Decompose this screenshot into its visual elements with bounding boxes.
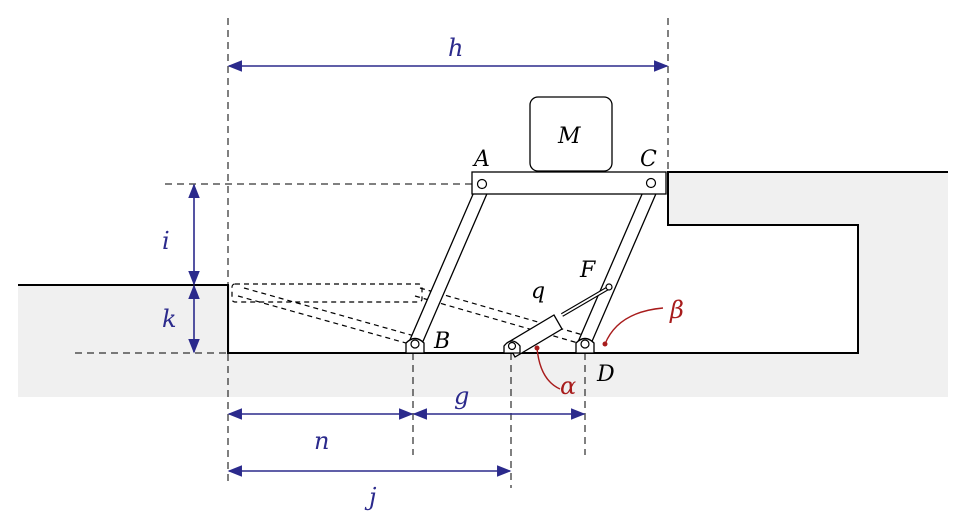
dimension-h-label: h <box>448 34 463 62</box>
point-label-D: D <box>596 362 615 387</box>
dimension-i-label: i <box>162 227 170 255</box>
ground-left-block <box>18 285 230 397</box>
pivot-C <box>645 177 657 189</box>
pivot-D <box>575 337 595 354</box>
ground-right-block <box>668 172 948 397</box>
point-label-F: F <box>579 258 596 283</box>
ground-floor <box>228 353 948 397</box>
pivot-B <box>405 337 425 354</box>
dimension-h: h <box>227 34 669 72</box>
link-AB <box>408 184 490 347</box>
dimension-g-label: g <box>454 382 469 410</box>
actuator-label-q: q <box>531 279 545 304</box>
angle-alpha-label: α <box>560 372 576 400</box>
angle-beta: β <box>602 296 684 347</box>
mass-label: M <box>557 124 581 149</box>
dimension-k-label: k <box>162 305 177 333</box>
actuator <box>506 283 613 358</box>
pivot-F <box>605 283 613 291</box>
point-label-A: A <box>472 147 490 172</box>
dimension-n: n <box>227 408 414 455</box>
point-label-B: B <box>433 329 450 354</box>
dimension-k: k <box>162 284 200 354</box>
angle-alpha: α <box>534 345 576 400</box>
dimension-n-label: n <box>314 427 329 455</box>
dimension-i: i <box>162 183 200 286</box>
mass-block: M <box>529 96 613 172</box>
pivot-A <box>476 178 488 190</box>
dimension-g: g <box>412 382 586 420</box>
angle-beta-label: β <box>669 296 684 324</box>
dimension-j-label: j <box>364 483 377 511</box>
dimension-j: j <box>227 465 512 511</box>
platform-AC <box>471 171 667 195</box>
point-label-C: C <box>640 147 657 172</box>
pivot-base-actuator <box>503 340 521 354</box>
